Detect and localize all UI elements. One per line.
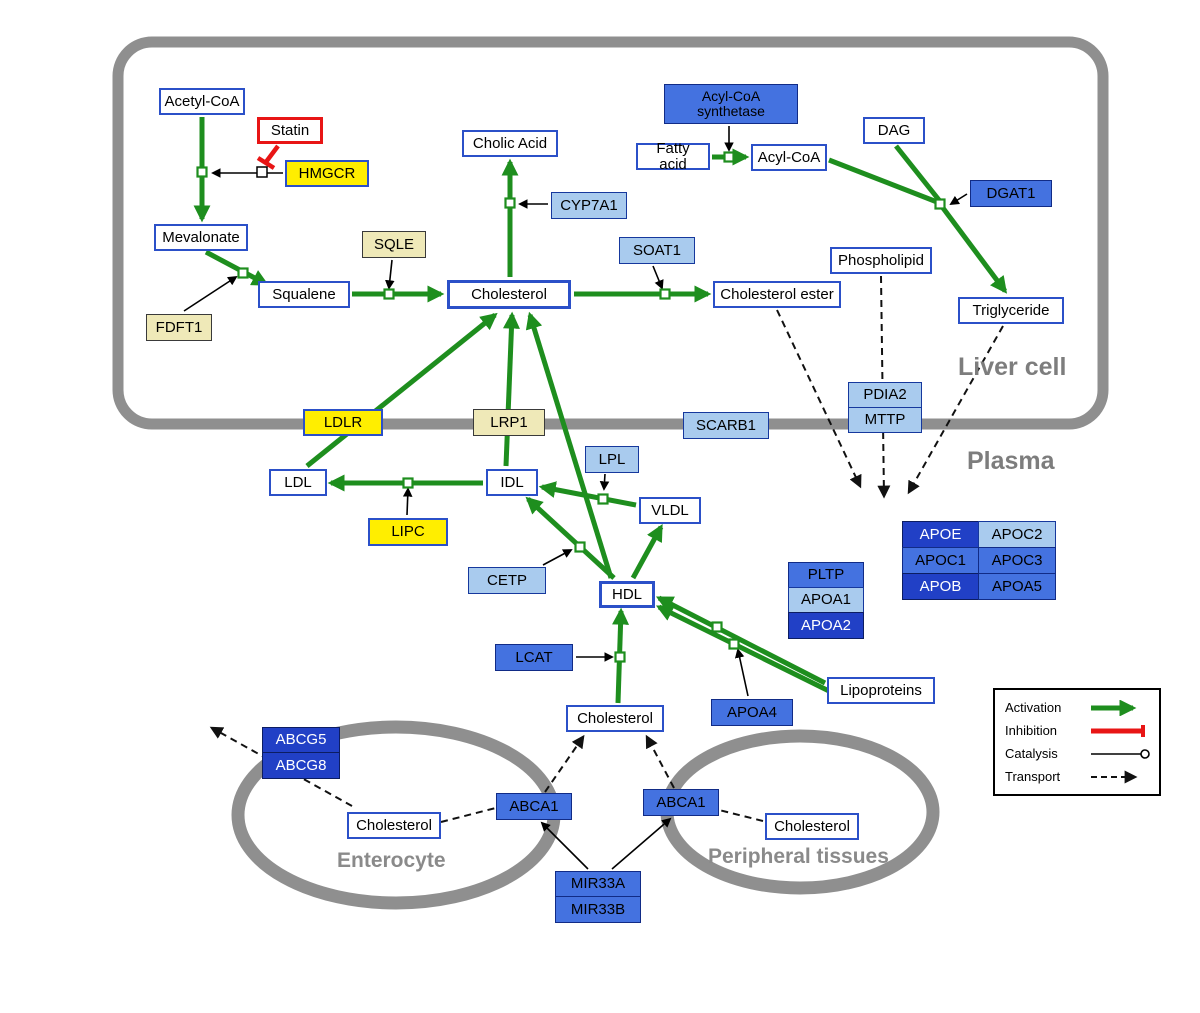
node-apoa5[interactable]: APOA5 bbox=[978, 573, 1056, 600]
node-phospholipid[interactable]: Phospholipid bbox=[830, 247, 932, 274]
reaction-nodes bbox=[196, 151, 946, 663]
node-apoa4[interactable]: APOA4 bbox=[711, 699, 793, 726]
node-cholesterol-enterocyte[interactable]: Cholesterol bbox=[347, 812, 441, 839]
node-abca1-peripheral[interactable]: ABCA1 bbox=[643, 789, 719, 816]
node-acetyl-coa[interactable]: Acetyl-CoA bbox=[159, 88, 245, 115]
node-idl[interactable]: IDL bbox=[486, 469, 538, 496]
legend: Activation Inhibition Catalysis Transpor… bbox=[993, 688, 1161, 796]
node-sqle[interactable]: SQLE bbox=[362, 231, 426, 258]
catalysis-edges bbox=[183, 126, 968, 870]
node-lpl[interactable]: LPL bbox=[585, 446, 639, 473]
node-mevalonate[interactable]: Mevalonate bbox=[154, 224, 248, 251]
node-lipc[interactable]: LIPC bbox=[368, 518, 448, 546]
node-dag[interactable]: DAG bbox=[863, 117, 925, 144]
node-triglyceride[interactable]: Triglyceride bbox=[958, 297, 1064, 324]
catalysis-circle-icon bbox=[1091, 748, 1150, 759]
enterocyte-label: Enterocyte bbox=[337, 849, 446, 872]
legend-transport-label: Transport bbox=[1005, 769, 1061, 784]
node-mir33a[interactable]: MIR33A bbox=[555, 871, 641, 897]
node-cholesterol-peripheral[interactable]: Cholesterol bbox=[765, 813, 859, 840]
node-abcg8[interactable]: ABCG8 bbox=[262, 752, 340, 779]
node-apoe[interactable]: APOE bbox=[902, 521, 979, 548]
peripheral-tissues-label: Peripheral tissues bbox=[708, 845, 889, 868]
node-squalene[interactable]: Squalene bbox=[258, 281, 350, 308]
node-abca1-enterocyte[interactable]: ABCA1 bbox=[496, 793, 572, 820]
node-apoc2[interactable]: APOC2 bbox=[978, 521, 1056, 548]
legend-inhibition-label: Inhibition bbox=[1005, 723, 1058, 738]
plasma-label: Plasma bbox=[967, 447, 1055, 475]
node-cholesterol-ester[interactable]: Cholesterol ester bbox=[713, 281, 841, 308]
liver-cell-label: Liver cell bbox=[958, 353, 1067, 381]
node-acyl-coa-synthetase[interactable]: Acyl-CoA synthetase bbox=[664, 84, 798, 124]
activation-edges bbox=[193, 117, 1008, 704]
node-mttp[interactable]: MTTP bbox=[848, 407, 922, 433]
legend-row-inhibition: Inhibition bbox=[1005, 719, 1151, 742]
node-apoa1[interactable]: APOA1 bbox=[788, 587, 864, 613]
node-pdia2[interactable]: PDIA2 bbox=[848, 382, 922, 408]
node-vldl[interactable]: VLDL bbox=[639, 497, 701, 524]
transport-dashed-arrow-icon bbox=[1091, 770, 1138, 783]
node-apoa2[interactable]: APOA2 bbox=[788, 612, 864, 639]
node-mir33b[interactable]: MIR33B bbox=[555, 896, 641, 923]
node-pltp[interactable]: PLTP bbox=[788, 562, 864, 588]
node-ldlr[interactable]: LDLR bbox=[303, 409, 383, 436]
legend-row-activation: Activation bbox=[1005, 696, 1151, 719]
legend-row-catalysis: Catalysis bbox=[1005, 742, 1151, 765]
node-statin[interactable]: Statin bbox=[257, 117, 323, 144]
node-lcat[interactable]: LCAT bbox=[495, 644, 573, 671]
legend-catalysis-label: Catalysis bbox=[1005, 746, 1058, 761]
node-hdl[interactable]: HDL bbox=[599, 581, 655, 608]
node-acyl-coa-metabolite[interactable]: Acyl-CoA bbox=[751, 144, 827, 171]
node-cholic-acid[interactable]: Cholic Acid bbox=[462, 130, 558, 157]
node-scarb1[interactable]: SCARB1 bbox=[683, 412, 769, 439]
inhibition-edge bbox=[256, 144, 280, 170]
node-cetp[interactable]: CETP bbox=[468, 567, 546, 594]
node-apoc1[interactable]: APOC1 bbox=[902, 547, 979, 574]
node-soat1[interactable]: SOAT1 bbox=[619, 237, 695, 264]
node-fatty-acid[interactable]: Fatty acid bbox=[636, 140, 710, 172]
node-lipoproteins[interactable]: Lipoproteins bbox=[827, 677, 935, 704]
node-cholesterol-liver[interactable]: Cholesterol bbox=[447, 280, 571, 309]
legend-row-transport: Transport bbox=[1005, 765, 1151, 788]
node-hmgcr[interactable]: HMGCR bbox=[285, 160, 369, 187]
node-ldl[interactable]: LDL bbox=[269, 469, 327, 496]
node-apoc3[interactable]: APOC3 bbox=[978, 547, 1056, 574]
node-fdft1[interactable]: FDFT1 bbox=[146, 314, 212, 341]
liver-cell-membrane bbox=[112, 36, 1109, 430]
node-cholesterol-plasma[interactable]: Cholesterol bbox=[566, 705, 664, 732]
catalysis-junction-square bbox=[256, 166, 268, 178]
node-dgat1[interactable]: DGAT1 bbox=[970, 180, 1052, 207]
node-lrp1[interactable]: LRP1 bbox=[473, 409, 545, 436]
node-apob[interactable]: APOB bbox=[902, 573, 979, 600]
node-abcg5[interactable]: ABCG5 bbox=[262, 727, 340, 753]
node-cyp7a1[interactable]: CYP7A1 bbox=[551, 192, 627, 219]
legend-activation-label: Activation bbox=[1005, 700, 1062, 715]
inhibition-tbar-icon bbox=[1091, 724, 1145, 737]
activation-arrow-icon bbox=[1091, 699, 1137, 716]
